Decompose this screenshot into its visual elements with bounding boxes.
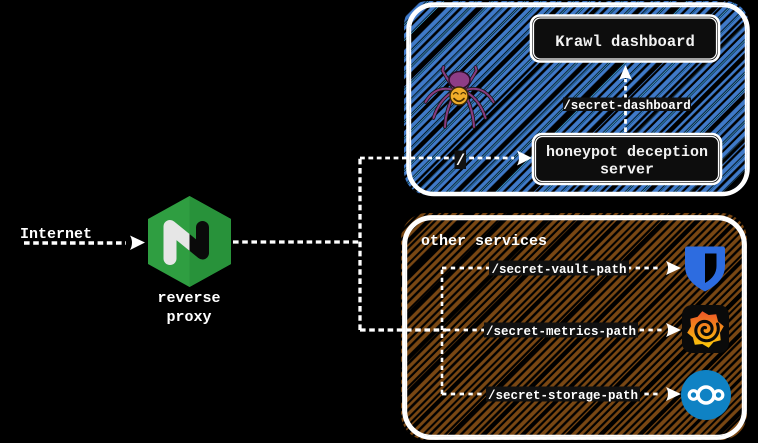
svg-text:Krawl dashboard: Krawl dashboard bbox=[555, 33, 695, 51]
svg-text:server: server bbox=[600, 162, 654, 179]
svg-text:proxy: proxy bbox=[166, 309, 211, 326]
svg-text:/secret-storage-path: /secret-storage-path bbox=[488, 389, 638, 403]
svg-text:reverse: reverse bbox=[157, 290, 220, 307]
svg-text:honeypot deception: honeypot deception bbox=[546, 144, 708, 161]
svg-text:Internet: Internet bbox=[20, 226, 92, 243]
svg-text:/secret-dashboard: /secret-dashboard bbox=[563, 99, 691, 113]
svg-text:/secret-metrics-path: /secret-metrics-path bbox=[486, 325, 636, 339]
svg-text:/: / bbox=[456, 152, 465, 170]
svg-text:other services: other services bbox=[421, 233, 547, 250]
svg-text:/secret-vault-path: /secret-vault-path bbox=[491, 263, 626, 277]
